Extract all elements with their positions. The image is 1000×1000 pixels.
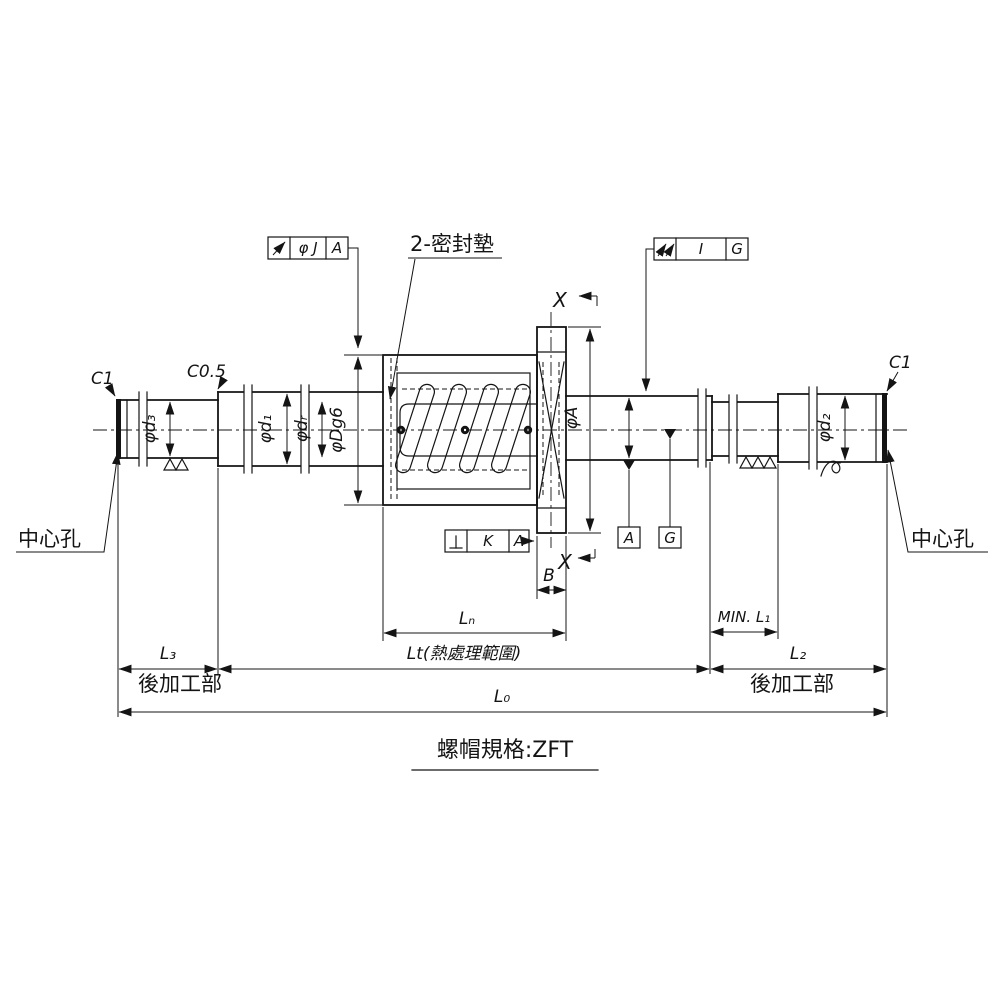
- runout-leader: [348, 247, 363, 349]
- dim-min-L1: MIN. L₁: [718, 608, 771, 626]
- total-runout-tolerance-label: I: [699, 240, 704, 258]
- dim-d2: φd₂: [815, 413, 835, 442]
- perpendicularity-tolerance-label: K: [483, 532, 494, 550]
- total-runout-datum-label: G: [731, 240, 743, 258]
- length-dimensions: B Lₙ MIN. L₁ L₃ Lt(熱處理範圍) L₂ L₀ 後加工部 後加工…: [118, 566, 887, 717]
- nut-spec-caption: 螺帽規格:ZFT: [437, 738, 574, 763]
- datum-triangle-icon: [623, 460, 635, 470]
- runout-datum-label: A: [331, 239, 342, 257]
- gdt-perpendicularity-frame: K A: [444, 529, 535, 553]
- dim-d1: φd₁: [256, 415, 276, 444]
- post-machined-label-left: 後加工部: [138, 672, 222, 696]
- dim-B: B: [543, 566, 555, 586]
- dim-Ln: Lₙ: [459, 609, 475, 629]
- seal-callout: 2-密封墊: [387, 232, 502, 400]
- center-hole-callout-right: 中心孔: [886, 449, 988, 553]
- surface-finish-marks: [162, 455, 841, 477]
- section-mark-top: X: [552, 288, 598, 312]
- total-runout-icon: [655, 243, 667, 257]
- post-machined-label-right: 後加工部: [750, 672, 834, 696]
- left-end-face: [116, 399, 121, 459]
- perpendicularity-datum-label: A: [513, 532, 524, 550]
- caption: 螺帽規格:ZFT: [411, 738, 599, 771]
- dim-Lt-heat-treatment-range: Lt(熱處理範圍): [407, 644, 521, 664]
- total-runout-icon: [663, 243, 675, 257]
- center-hole-callout-left: 中心孔: [16, 451, 121, 553]
- section-x-top-label: X: [552, 288, 568, 312]
- datum-a-label: A: [623, 529, 634, 547]
- ball-return-slots: [395, 383, 531, 474]
- gdt-runout-frame: φ J A: [267, 236, 363, 349]
- center-hole-right-label: 中心孔: [911, 527, 974, 551]
- dim-Dg6: φDg6: [327, 407, 347, 453]
- runout-tolerance-label: φ J: [298, 239, 317, 257]
- dim-L2: L₂: [790, 644, 806, 664]
- shaft-outline: [116, 391, 888, 467]
- dim-A: φA: [562, 407, 582, 430]
- chamfer-c1-left-label: C1: [91, 369, 114, 389]
- dim-L3: L₃: [160, 644, 176, 664]
- seal-label: 2-密封墊: [410, 232, 494, 256]
- datum-g-label: G: [664, 529, 676, 547]
- datum-triangle-icon: [664, 429, 676, 439]
- machining-curl-mark: [820, 460, 841, 477]
- dim-L0: L₀: [494, 687, 510, 707]
- chamfer-c1-right-label: C1: [889, 353, 912, 373]
- dim-dr: φdᵣ: [292, 415, 312, 442]
- gdt-total-runout-frame: I G: [641, 237, 749, 392]
- chamfer-c05-label: C0.5: [187, 362, 226, 382]
- total-runout-leader: [641, 248, 654, 392]
- chamfer-callouts: C1 C0.5 C1: [91, 353, 912, 397]
- datum-g: G: [658, 429, 682, 549]
- right-end-face: [882, 393, 887, 463]
- datum-a: A: [617, 460, 641, 549]
- diameter-dimensions: φd₃ φd₁ φdᵣ φDg6 φA φd₂: [140, 328, 850, 532]
- dim-d3: φd₃: [140, 414, 160, 443]
- center-hole-left-label: 中心孔: [18, 527, 81, 551]
- section-mark-bottom: X: [557, 549, 596, 574]
- section-x-bottom-label: X: [557, 550, 573, 574]
- extension-lines: [117, 326, 888, 717]
- circular-runout-icon: [272, 241, 286, 256]
- break-marks: [138, 384, 818, 474]
